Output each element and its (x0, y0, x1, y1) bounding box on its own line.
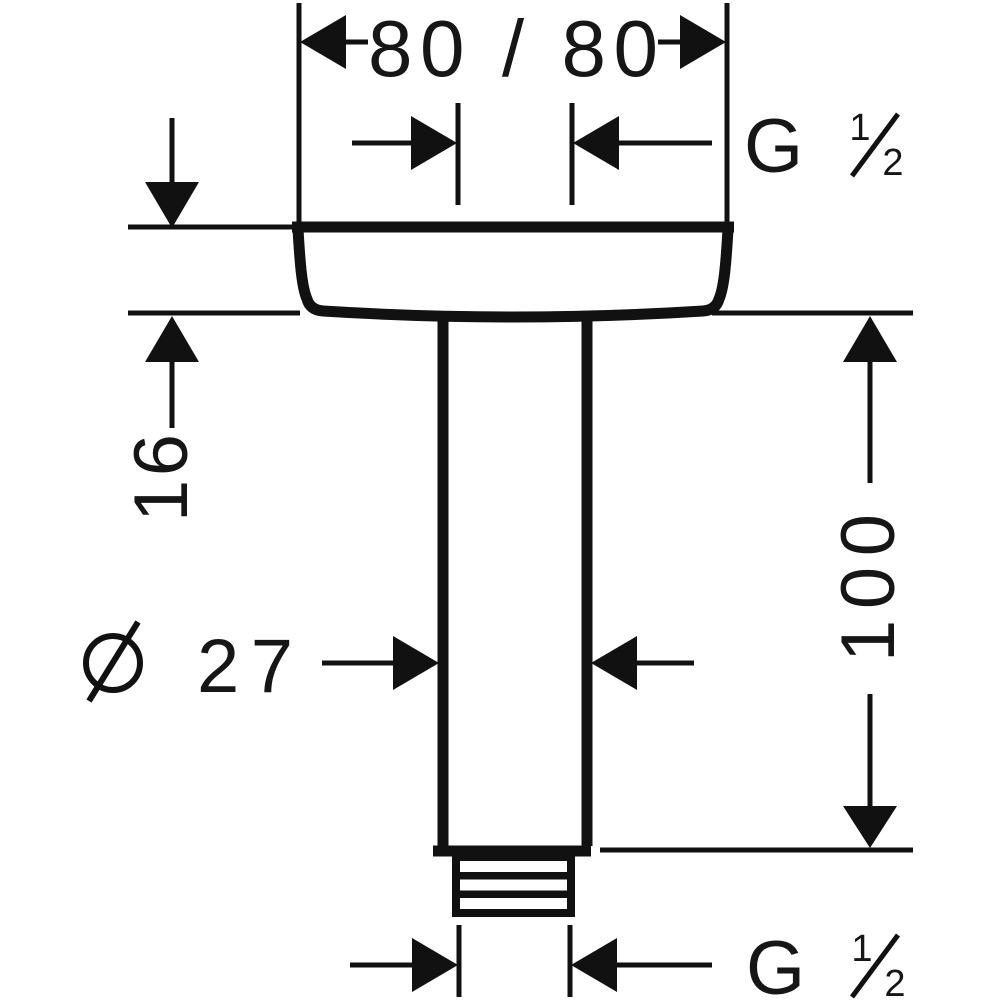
arrow-left-icon (591, 636, 637, 690)
thread-groove (460, 879, 567, 891)
thread-label-bottom-denominator: 2 (884, 963, 905, 1000)
thread-label-top-letter: G (744, 104, 803, 189)
thread-groove (460, 898, 567, 909)
arrow-up-icon (145, 316, 199, 362)
thread-label-top-denominator: 2 (882, 142, 903, 184)
diameter-icon-slash (86, 620, 141, 703)
arrow-right-icon (680, 15, 726, 69)
arrow-right-icon (411, 116, 457, 170)
thread-groove (460, 861, 567, 872)
dimension-label-pipe-length: 100 (826, 514, 911, 662)
thread-label-bottom-letter: G (746, 926, 805, 1000)
arrow-up-icon (843, 316, 897, 362)
arrow-right-icon (393, 636, 439, 690)
fraction-slash-icon (849, 112, 901, 178)
dimension-label-width-top: 80 / 80 (368, 4, 658, 93)
arrow-left-icon (573, 116, 619, 170)
arrow-down-icon (145, 182, 199, 228)
dimension-label-flange-height: 16 (119, 434, 204, 522)
thread-label-top-numerator: 1 (849, 107, 870, 149)
flange-body-outline (292, 228, 734, 323)
diameter-icon (83, 633, 143, 693)
arrow-right-icon (412, 938, 458, 992)
fraction-slash-icon (849, 933, 901, 999)
arrow-left-icon (300, 15, 346, 69)
arrow-down-icon (843, 806, 897, 848)
dimension-label-diameter: 27 (197, 624, 293, 709)
arrow-left-icon (571, 938, 617, 992)
thread-label-bottom-numerator: 1 (851, 928, 872, 970)
